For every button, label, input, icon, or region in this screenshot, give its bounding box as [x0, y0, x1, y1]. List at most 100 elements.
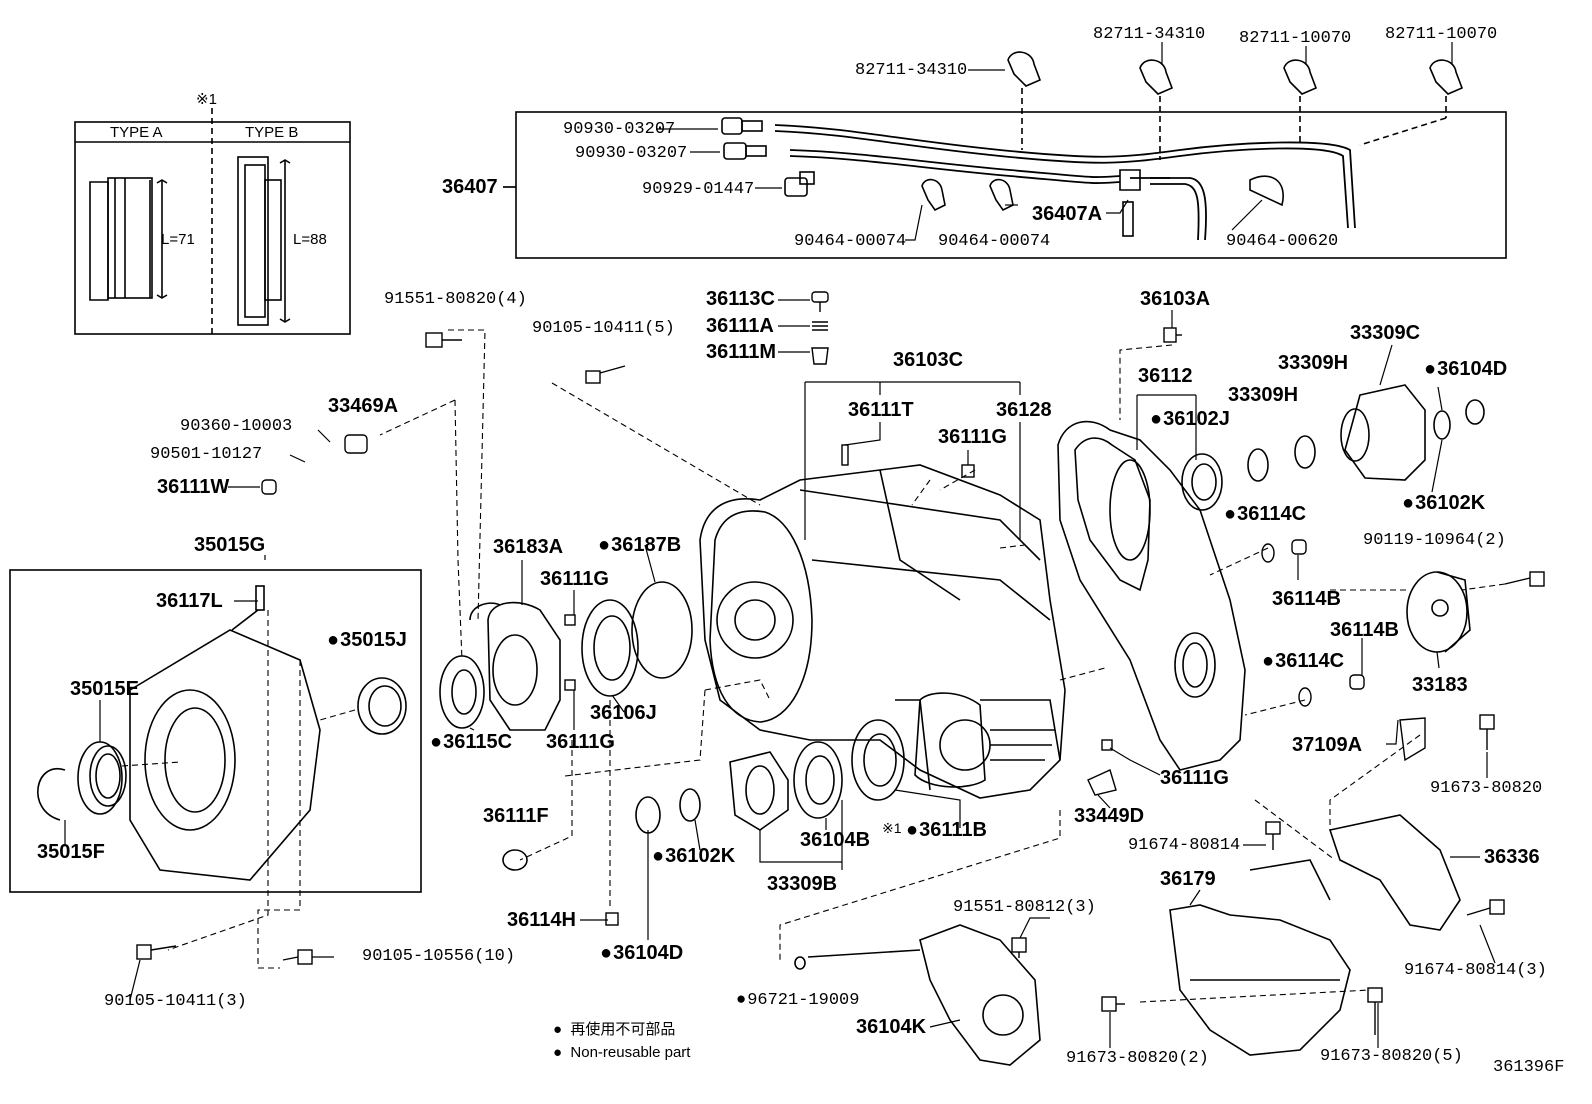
part-label: 91674-80814(3) [1404, 961, 1547, 980]
part-label: 36407 [442, 176, 498, 198]
ref-mark-36111B: ※1 [882, 820, 902, 836]
part-label: 36179 [1160, 868, 1216, 890]
part-label: 33449D [1074, 805, 1145, 827]
plug-36104D-a [1465, 399, 1485, 425]
part-label-nonreusable: 36114C [1262, 651, 1344, 671]
leader-lines [64, 42, 1496, 1048]
drawing-id: 361396F [1493, 1058, 1565, 1077]
part-label: 36111G [540, 568, 609, 590]
part-label-nonreusable: 36187B [598, 535, 681, 555]
part-label: 90464-00620 [1226, 232, 1339, 251]
washer-33309H-a [1247, 448, 1269, 482]
legend-jp: ● 再使用不可部品 [553, 1018, 675, 1039]
part-label: 36104K [856, 1016, 927, 1038]
part-label: 90119-10964(2) [1363, 531, 1506, 550]
part-label-nonreusable: 36102K [1402, 493, 1485, 513]
o-ring-36102K-a [1433, 410, 1451, 440]
part-label: 36128 [996, 399, 1052, 421]
shield-36104K [919, 924, 1041, 1066]
part-label: 36111W [157, 476, 230, 498]
part-label: 36336 [1484, 846, 1540, 868]
type-b-part-drawing [237, 156, 291, 326]
plate-36106J [581, 599, 639, 697]
part-label: 36183A [493, 536, 564, 558]
part-label: 36114B [1272, 588, 1341, 610]
type-a-length: L=71 [161, 231, 195, 248]
part-label: 33469A [328, 395, 399, 417]
part-label: 90105-10411(3) [104, 992, 247, 1011]
part-label: 36111G [1160, 767, 1229, 789]
clip-leader-dashes [1021, 88, 1447, 160]
oil-seal-35015J [357, 677, 407, 735]
part-label: 35015G [194, 534, 266, 556]
part-label: 35015F [37, 841, 105, 863]
part-label: 35015E [70, 678, 139, 700]
pump-cover-36183A [469, 601, 561, 731]
hose-assembly-box [515, 111, 1507, 259]
part-label-nonreusable: 35015J [327, 630, 407, 650]
type-a-heading: TYPE A [110, 124, 163, 141]
part-label: 36103C [893, 349, 964, 371]
part-label-nonreusable: 36104D [600, 943, 683, 963]
part-label: 91551-80812(3) [953, 898, 1096, 917]
legend-en-text: Non-reusable part [570, 1044, 691, 1061]
part-label-nonreusable: 96721-19009 [736, 992, 859, 1009]
legend-dot-icon: ● [553, 1021, 563, 1038]
bearing-36111B [851, 719, 905, 801]
part-label: 91674-80814 [1128, 836, 1241, 855]
part-label-nonreusable: 36104D [1424, 359, 1507, 379]
part-label: 82711-34310 [855, 61, 968, 80]
part-label: 91673-80820 [1430, 779, 1543, 798]
part-label-nonreusable: 36102K [652, 846, 735, 866]
part-label: 33309C [1350, 322, 1421, 344]
part-label: 82711-10070 [1239, 29, 1352, 48]
part-label: 90105-10411(5) [532, 319, 675, 338]
part-label: 90930-03207 [563, 120, 676, 139]
part-label: 36111G [546, 731, 615, 753]
part-label: 36106J [590, 702, 657, 724]
part-label: 36103A [1140, 288, 1211, 310]
part-label-nonreusable: 36102J [1150, 409, 1230, 429]
part-label-nonreusable: 36114C [1224, 504, 1306, 524]
cover-36336 [1328, 814, 1461, 931]
part-label: 36104B [800, 829, 871, 851]
type-a-part-drawing [89, 177, 168, 301]
clamps-top [1007, 51, 1464, 95]
bearing-35015E [77, 741, 127, 815]
flange-33309C [1340, 384, 1426, 481]
dashed-alignment-lines [121, 329, 1506, 1003]
actuator-33183 [1406, 571, 1471, 653]
part-label: 33309H [1278, 352, 1349, 374]
part-label: 90360-10003 [180, 417, 293, 436]
part-label-nonreusable: 36115C [430, 732, 512, 752]
part-label: 36117L [156, 590, 223, 612]
part-label: 36113C [706, 288, 775, 310]
seal-36102J [1181, 453, 1223, 511]
washer-33309H-b [1294, 435, 1316, 469]
legend-en: ● Non-reusable part [553, 1044, 690, 1061]
part-label: 91551-80820(4) [384, 290, 527, 309]
plug-36111F [502, 849, 528, 871]
o-ring-36102K [679, 788, 701, 822]
seal-36115C [439, 655, 485, 729]
seal-36104B [793, 741, 843, 819]
type-b-length: L=88 [293, 231, 327, 248]
hose-connectors [721, 117, 1141, 237]
part-label: 82711-34310 [1093, 25, 1206, 44]
type-b-heading: TYPE B [245, 124, 299, 141]
extension-housing [129, 585, 321, 881]
part-label: 82711-10070 [1385, 25, 1498, 44]
legend-jp-text: 再使用不可部品 [570, 1021, 676, 1038]
part-label: 91673-80820(5) [1320, 1047, 1463, 1066]
part-label: 36111M [706, 341, 777, 363]
part-label: 33183 [1412, 674, 1468, 696]
part-label: 90105-10556(10) [362, 947, 516, 966]
plug-36104D [635, 796, 661, 834]
part-label: 90501-10127 [150, 445, 263, 464]
transfer-case-housing [699, 464, 1066, 799]
bolts [136, 291, 1545, 1035]
breather-hoses [774, 124, 1356, 241]
legend-dot-icon: ● [553, 1044, 563, 1061]
